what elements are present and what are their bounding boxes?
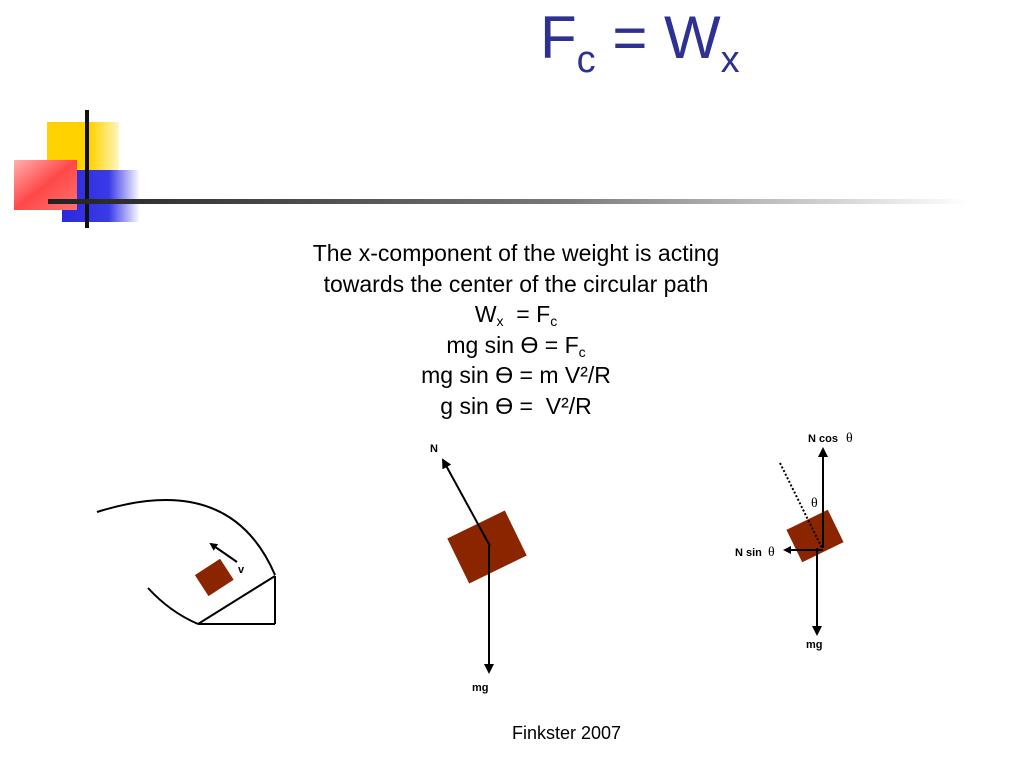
- body-line-5: mg sin Ɵ = m V²/R: [421, 362, 611, 388]
- banked-curve-diagram: v: [96, 499, 276, 625]
- body-line-3: Wx = Fc: [260, 299, 772, 330]
- body-line-4: mg sin Ɵ = Fc: [260, 330, 772, 361]
- force-diagram-normal-weight: N mg: [430, 443, 527, 694]
- line3-w-sub: x: [496, 313, 504, 329]
- line4-text: mg sin Ɵ = F: [446, 331, 579, 358]
- title-w-subscript: x: [720, 39, 740, 81]
- nsin-theta: θ: [768, 545, 775, 560]
- force-components-diagram: N cos θ θ N sin θ mg: [735, 431, 853, 651]
- line4-sub: c: [578, 343, 586, 360]
- block-medium: [447, 510, 527, 584]
- corner-decoration: [14, 110, 968, 228]
- curve-inner-edge: [147, 587, 199, 625]
- normal-force-arrow: [442, 458, 491, 547]
- title-f: F: [540, 4, 577, 71]
- deco-vertical-line: [85, 110, 89, 228]
- body-line-6: g sin Ɵ = V²/R: [440, 392, 592, 419]
- curve-outer-edge: [96, 499, 276, 576]
- nsin-label: N sin: [735, 547, 762, 559]
- angle-theta: θ: [811, 496, 818, 511]
- title-f-subscript: c: [576, 39, 596, 81]
- line3-f-sub: c: [550, 313, 558, 329]
- body-line-1: The x-component of the weight is acting: [312, 240, 720, 266]
- ncos-theta: θ: [846, 431, 853, 446]
- ncos-label: N cos: [808, 433, 838, 445]
- car-block-small: [194, 558, 234, 597]
- deco-horizontal-line: [48, 199, 968, 204]
- velocity-label: v: [238, 564, 245, 576]
- velocity-arrow: [209, 542, 238, 563]
- slide-title: Fc = Wx: [540, 8, 740, 81]
- explanation-text: The x-component of the weight is acting …: [260, 238, 772, 421]
- footer-credit: Finkster 2007: [512, 723, 622, 743]
- title-equals-w: = W: [595, 4, 721, 71]
- line3-w: W: [474, 301, 497, 327]
- body-line-2: towards the center of the circular path: [323, 270, 709, 297]
- mg-label-2: mg: [806, 639, 823, 651]
- normal-label: N: [430, 443, 438, 455]
- bank-slope-line: [197, 575, 276, 625]
- weight-label: mg: [472, 682, 489, 694]
- line3-f: = F: [503, 301, 551, 327]
